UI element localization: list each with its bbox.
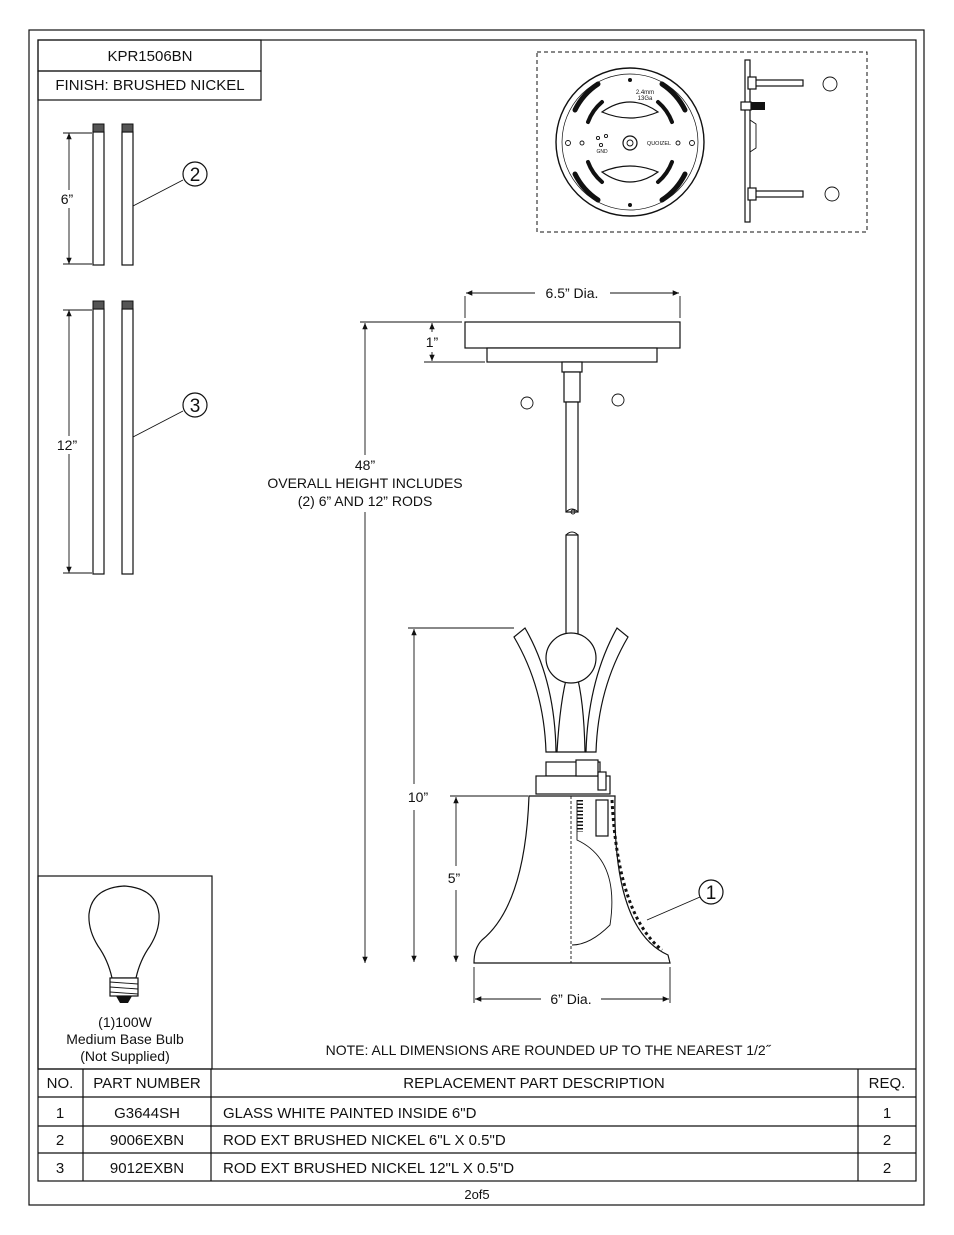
- light-bulb-icon: [88, 885, 160, 979]
- finish-label: FINISH: BRUSHED NICKEL: [55, 77, 244, 94]
- bulb-box: (1)100W Medium Base Bulb (Not Supplied): [37, 875, 213, 1070]
- fixture-body: [473, 627, 671, 964]
- table-header-req: REQ.: [869, 1075, 906, 1092]
- fixture-dimensions: 10” 5” 6” Dia. 1: [408, 627, 724, 1007]
- bracket-gauge-mm: 2.4mm: [636, 90, 654, 96]
- overall-height-value: 48”: [355, 457, 376, 473]
- table-row: 2 9006EXBN ROD EXT BRUSHED NICKEL 6"L X …: [56, 1132, 891, 1149]
- table-header-part-number: PART NUMBER: [93, 1075, 201, 1092]
- outer-border: [28, 29, 925, 1206]
- table-header-no: NO.: [47, 1075, 74, 1092]
- long-rod-length: 12”: [57, 437, 78, 453]
- overall-height-dimension: 48” OVERALL HEIGHT INCLUDES (2) 6” AND 1…: [267, 321, 463, 963]
- canopy: 6.5” Dia. 1”: [424, 285, 681, 363]
- stem-assembly: [520, 361, 625, 646]
- overall-height-note-2: (2) 6” AND 12” RODS: [298, 493, 433, 509]
- row-2-desc: ROD EXT BRUSHED NICKEL 6"L X 0.5"D: [223, 1132, 506, 1149]
- bulb-type: Medium Base Bulb: [66, 1031, 184, 1047]
- callout-1: 1: [706, 883, 717, 904]
- bulb-note: (Not Supplied): [80, 1048, 170, 1064]
- inner-border: [37, 39, 917, 1182]
- row-3-desc: ROD EXT BRUSHED NICKEL 12"L X 0.5"D: [223, 1160, 514, 1177]
- table-row: 3 9012EXBN ROD EXT BRUSHED NICKEL 12"L X…: [56, 1160, 891, 1177]
- bracket-detail: 2.4mm 13Ga GND QUOIZEL: [536, 51, 868, 233]
- overall-height-note-1: OVERALL HEIGHT INCLUDES: [267, 475, 462, 491]
- row-1-req: 1: [883, 1105, 891, 1122]
- callout-2: 2: [190, 165, 201, 186]
- bracket-gnd-label: GND: [596, 149, 608, 155]
- row-2-part: 9006EXBN: [110, 1132, 184, 1149]
- row-3-part: 9012EXBN: [110, 1160, 184, 1177]
- table-row: 1 G3644SH GLASS WHITE PAINTED INSIDE 6"D…: [56, 1105, 891, 1122]
- row-2-req: 2: [883, 1132, 891, 1149]
- rod-set-long: 12” 3: [52, 300, 208, 575]
- row-1-desc: GLASS WHITE PAINTED INSIDE 6"D: [223, 1105, 477, 1122]
- row-1-no: 1: [56, 1105, 64, 1122]
- page-number: 2of5: [464, 1187, 489, 1202]
- fixture-height: 10”: [408, 789, 429, 805]
- header-block: KPR1506BN FINISH: BRUSHED NICKEL: [37, 39, 262, 101]
- table-header-description: REPLACEMENT PART DESCRIPTION: [403, 1075, 664, 1092]
- bracket-brand-mark: QUOIZEL: [647, 141, 671, 147]
- canopy-height: 1”: [426, 334, 439, 350]
- row-2-no: 2: [56, 1132, 64, 1149]
- model-number: KPR1506BN: [107, 48, 192, 65]
- shade-height: 5”: [448, 870, 461, 886]
- bulb-wattage: (1)100W: [98, 1014, 152, 1030]
- rod-set-short: 6” 2: [55, 123, 208, 266]
- shade-diameter: 6” Dia.: [550, 991, 591, 1007]
- row-3-req: 2: [883, 1160, 891, 1177]
- canopy-diameter: 6.5” Dia.: [546, 285, 599, 301]
- short-rod-length: 6”: [61, 191, 74, 207]
- row-3-no: 3: [56, 1160, 64, 1177]
- row-1-part: G3644SH: [114, 1105, 180, 1122]
- bracket-gauge-ga: 13Ga: [638, 96, 653, 102]
- dimension-note: NOTE: ALL DIMENSIONS ARE ROUNDED UP TO T…: [326, 1042, 772, 1058]
- parts-table: NO. PART NUMBER REPLACEMENT PART DESCRIP…: [38, 1068, 916, 1181]
- callout-3: 3: [190, 396, 201, 417]
